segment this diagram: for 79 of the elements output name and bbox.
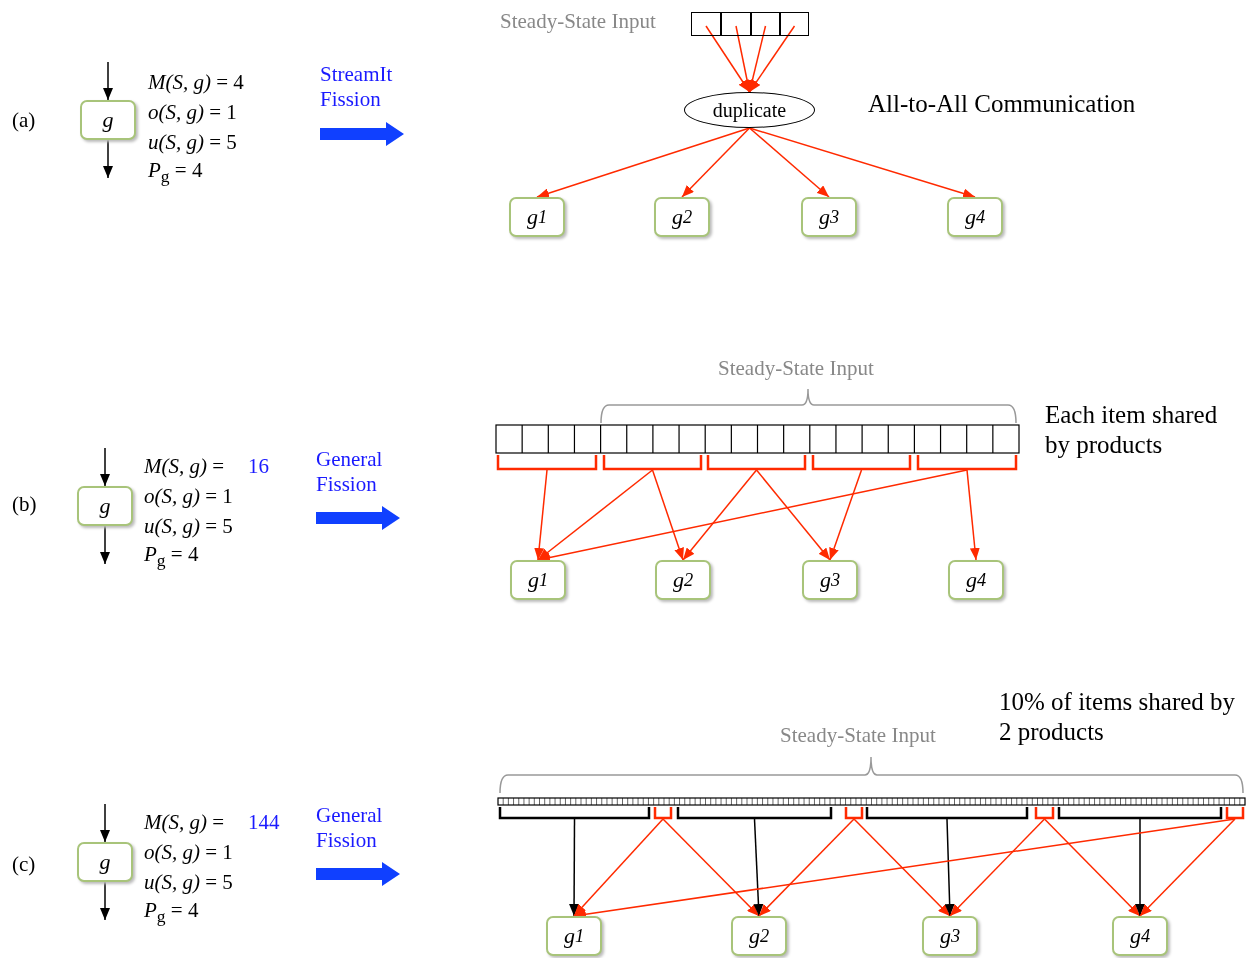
- equation: M(S, g) = 4: [148, 70, 244, 96]
- bracket: [1058, 807, 1222, 819]
- arrow: [681, 127, 751, 198]
- note: 10% of items shared by 2 products: [999, 687, 1237, 747]
- arrow: [748, 127, 976, 199]
- arrow: [569, 818, 580, 917]
- arrow: [100, 881, 110, 921]
- buffer-caption: Steady-State Input: [500, 9, 656, 35]
- arrow: [966, 469, 980, 561]
- buffer-cell: [691, 12, 721, 36]
- arrow: [103, 61, 113, 101]
- arrow: [534, 469, 548, 561]
- filter-box: g: [77, 486, 133, 526]
- arrow: [662, 818, 760, 917]
- arrow: [682, 469, 758, 561]
- bracket: [1226, 807, 1244, 819]
- equation: o(S, g) = 1: [144, 840, 233, 866]
- arrow: [949, 818, 1046, 917]
- arrow: [748, 25, 796, 93]
- buffer-cell: [780, 12, 809, 36]
- equation: u(S, g) = 5: [148, 130, 237, 156]
- splitter-ellipse: duplicate: [684, 92, 815, 128]
- equation: u(S, g) = 5: [144, 514, 233, 540]
- arrow: [537, 469, 654, 561]
- arrow: [829, 469, 863, 561]
- panel-label: (a): [12, 108, 36, 134]
- note: Each item shared by products: [1045, 400, 1219, 460]
- panel-label: (b): [12, 492, 37, 518]
- equation: u(S, g) = 5: [144, 870, 233, 896]
- note: All-to-All Communication: [868, 89, 1136, 119]
- arrow: [753, 818, 764, 917]
- buffer-cell: [751, 12, 780, 36]
- equation: o(S, g) = 1: [144, 484, 233, 510]
- arrow: [705, 25, 751, 93]
- bracket: [812, 455, 911, 470]
- arrow: [1139, 818, 1236, 917]
- buffer-caption: Steady-State Input: [780, 723, 936, 749]
- bracket: [677, 807, 832, 819]
- arrow: [651, 469, 684, 561]
- value: 144: [248, 810, 280, 836]
- arrow: [748, 127, 830, 198]
- bracket: [603, 455, 702, 470]
- arrow: [100, 525, 110, 565]
- bracket: [497, 455, 597, 470]
- bracket: [499, 807, 650, 819]
- equation: P$_{g}$ = 4: [144, 898, 199, 928]
- arrow: [100, 803, 110, 843]
- method-name: General Fission: [316, 447, 384, 498]
- filter-box: g: [80, 100, 136, 140]
- bracket: [866, 807, 1028, 819]
- arrow: [536, 127, 751, 199]
- method-name: StreamIt Fission: [320, 62, 394, 113]
- panel-label: (c): [12, 852, 36, 878]
- buffer-caption: Steady-State Input: [718, 356, 874, 382]
- bracket: [654, 807, 672, 819]
- bracket: [1035, 807, 1054, 819]
- bracket: [845, 807, 863, 819]
- arrow: [573, 818, 664, 917]
- arrow: [1135, 818, 1145, 917]
- value: 16: [248, 454, 269, 480]
- arrow: [537, 469, 968, 563]
- equation: M(S, g) =: [144, 810, 225, 836]
- buffer-cell: [721, 12, 751, 36]
- bracket: [917, 455, 1017, 470]
- method-name: General Fission: [316, 803, 384, 854]
- arrow: [735, 25, 752, 93]
- bracket: [707, 455, 806, 470]
- equation: M(S, g) =: [144, 454, 225, 480]
- filter-box: g: [77, 842, 133, 882]
- arrow: [1043, 818, 1141, 917]
- arrow: [103, 139, 113, 179]
- equation: P$_{g}$ = 4: [148, 158, 203, 188]
- equation: P$_{g}$ = 4: [144, 542, 199, 572]
- arrow: [853, 818, 951, 917]
- arrow: [755, 469, 831, 561]
- arrow: [758, 818, 855, 917]
- arrow: [944, 818, 955, 917]
- equation: o(S, g) = 1: [148, 100, 237, 126]
- arrow: [100, 447, 110, 487]
